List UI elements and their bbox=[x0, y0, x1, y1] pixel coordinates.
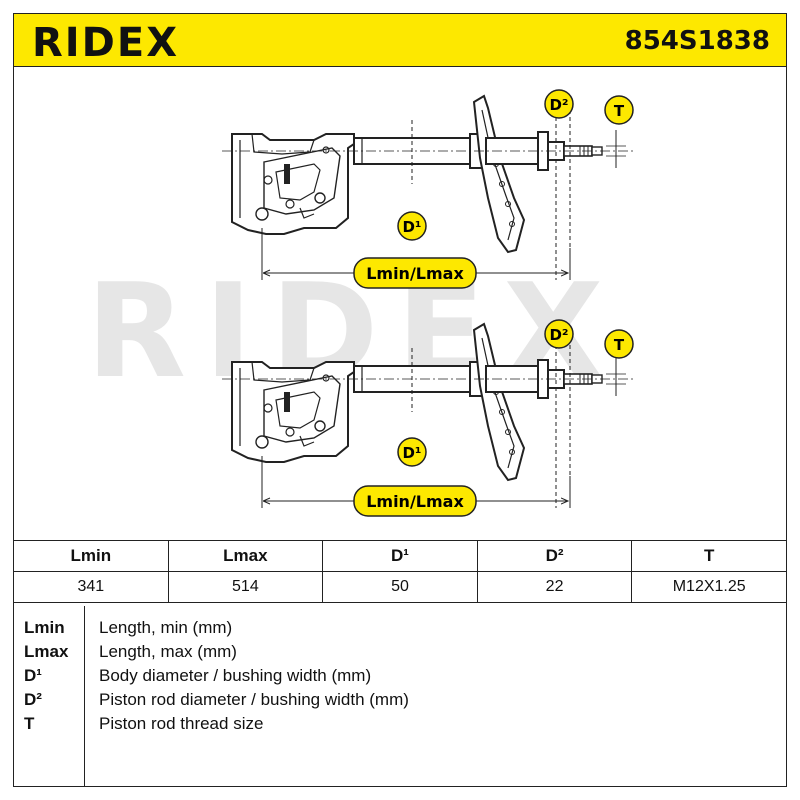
legend-text: Body diameter / bushing width (mm) bbox=[99, 666, 372, 685]
legend-item: D¹ Body diameter / bushing width (mm) bbox=[14, 666, 774, 690]
legend-key: T bbox=[24, 714, 35, 733]
spec-value-lmax: 514 bbox=[167, 571, 324, 603]
badge-length-top: Lmin/Lmax bbox=[353, 257, 477, 289]
legend-item: T Piston rod thread size bbox=[14, 714, 774, 738]
badge-length-bottom: Lmin/Lmax bbox=[353, 485, 477, 517]
spec-value-d2: 22 bbox=[476, 571, 633, 603]
legend-text: Piston rod thread size bbox=[99, 714, 264, 733]
svg-text:D²: D² bbox=[549, 326, 568, 344]
legend-text: Length, max (mm) bbox=[99, 642, 237, 661]
legend-item: Lmax Length, max (mm) bbox=[14, 642, 774, 666]
spec-header-d2: D² bbox=[476, 540, 633, 572]
legend-text: Piston rod diameter / bushing width (mm) bbox=[99, 690, 409, 709]
technical-drawing: RIDEX D² T D¹ Lmin/Lmax D² T D¹ Lmin/Lma… bbox=[86, 89, 786, 517]
badge-t-bottom: T bbox=[604, 329, 634, 359]
legend-item: D² Piston rod diameter / bushing width (… bbox=[14, 690, 774, 714]
legend-key: D² bbox=[24, 690, 42, 709]
svg-text:Lmin/Lmax: Lmin/Lmax bbox=[366, 264, 464, 283]
legend-key: D¹ bbox=[24, 666, 42, 685]
svg-text:T: T bbox=[614, 336, 625, 354]
spec-table-value-row: 341 514 50 22 M12X1.25 bbox=[13, 571, 787, 603]
spec-header-lmin: Lmin bbox=[13, 540, 169, 572]
svg-text:D¹: D¹ bbox=[402, 218, 421, 236]
badge-d2-top: D² bbox=[544, 89, 574, 119]
badge-d1-top: D¹ bbox=[397, 211, 427, 241]
legend-key: Lmin bbox=[24, 618, 65, 637]
spec-table-header-row: Lmin Lmax D¹ D² T bbox=[13, 540, 787, 572]
svg-text:Lmin/Lmax: Lmin/Lmax bbox=[366, 492, 464, 511]
legend-text: Length, min (mm) bbox=[99, 618, 233, 637]
spec-header-t: T bbox=[631, 540, 787, 572]
brand-logo: RIDEX bbox=[32, 20, 179, 62]
spec-header-lmax: Lmax bbox=[167, 540, 324, 572]
legend-divider bbox=[84, 606, 85, 786]
svg-text:D¹: D¹ bbox=[402, 444, 421, 462]
spec-value-lmin: 341 bbox=[13, 571, 169, 603]
part-number: 854S1838 bbox=[624, 26, 770, 56]
spec-header-d1: D¹ bbox=[322, 540, 478, 572]
legend-item: Lmin Length, min (mm) bbox=[14, 618, 774, 642]
legend-key: Lmax bbox=[24, 642, 69, 661]
legend-panel: Lmin Length, min (mm) Lmax Length, max (… bbox=[13, 606, 787, 787]
svg-text:RIDEX: RIDEX bbox=[32, 20, 179, 62]
badge-t-top: T bbox=[604, 95, 634, 125]
spec-table: Lmin Lmax D¹ D² T 341 514 50 22 M12X1.25 bbox=[13, 540, 787, 603]
spec-value-t: M12X1.25 bbox=[631, 571, 787, 603]
spec-value-d1: 50 bbox=[322, 571, 478, 603]
svg-text:D²: D² bbox=[549, 96, 568, 114]
strut-view-top bbox=[222, 96, 634, 280]
badge-d2-bottom: D² bbox=[544, 319, 574, 349]
badge-d1-bottom: D¹ bbox=[397, 437, 427, 467]
svg-text:T: T bbox=[614, 102, 625, 120]
header-bar: RIDEX 854S1838 bbox=[13, 13, 787, 67]
